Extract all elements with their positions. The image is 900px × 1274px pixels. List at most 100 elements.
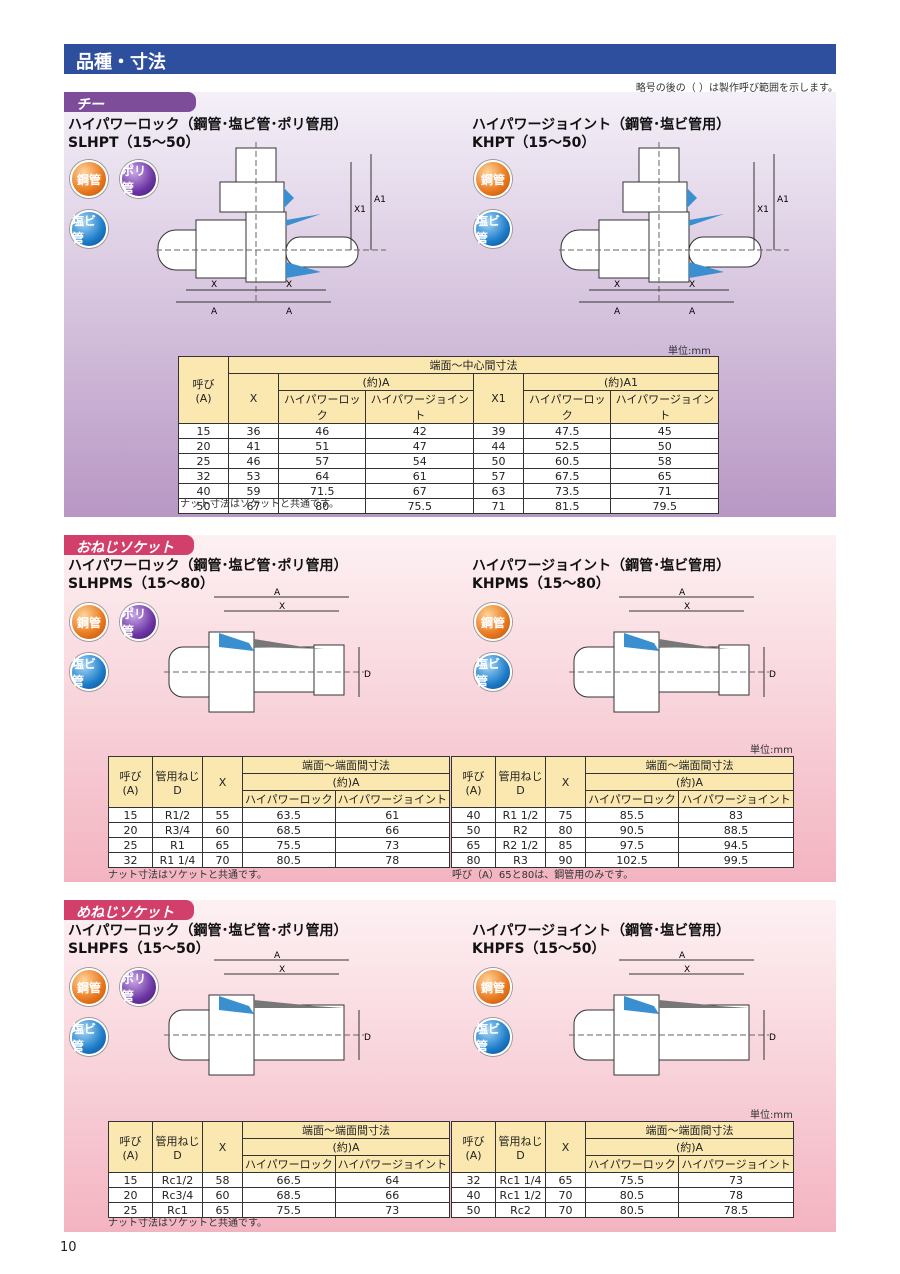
male-table-left: 呼び (A) 管用ねじ D X 端面～端面間寸法 (約)A ハイパワーロック ハ… bbox=[108, 756, 451, 868]
table-cell: 79.5 bbox=[610, 498, 719, 514]
dim-a-label: A bbox=[614, 307, 621, 317]
th-a: (約)A bbox=[242, 1138, 450, 1156]
table-cell: 70 bbox=[202, 852, 243, 868]
dim-x1-label: X1 bbox=[757, 205, 769, 215]
table-cell: 60 bbox=[202, 822, 243, 838]
female-socket-section: めねじソケット ハイパワーロック（鋼管･塩ビ管･ポリ管用） SLHPFS（15～… bbox=[64, 900, 836, 1232]
male-left-name: ハイパワーロック（鋼管･塩ビ管･ポリ管用） bbox=[68, 558, 348, 574]
male-joint-diagram: A X D bbox=[569, 588, 776, 713]
table-cell: 94.5 bbox=[678, 837, 794, 853]
th-thread: 管用ねじ D bbox=[152, 1121, 203, 1173]
male-right-name: ハイパワージョイント（鋼管･塩ビ管用） bbox=[472, 558, 731, 574]
table-cell: R1 1/2 bbox=[495, 807, 546, 823]
table-cell: 58 bbox=[202, 1172, 243, 1188]
unit-label: 単位:mm bbox=[750, 1110, 793, 1121]
female-note: ナット寸法はソケットと共通です。 bbox=[108, 1218, 267, 1229]
table-cell: R3/4 bbox=[152, 822, 203, 838]
table-cell: 57 bbox=[472, 468, 524, 484]
table-cell: 46 bbox=[277, 423, 367, 439]
table-cell: 41 bbox=[228, 438, 279, 454]
table-cell: 97.5 bbox=[584, 837, 680, 853]
male-note-left: ナット寸法はソケットと共通です。 bbox=[108, 870, 267, 881]
table-cell: 47 bbox=[365, 438, 474, 454]
table-cell: 63 bbox=[472, 483, 524, 499]
dim-d-label: D bbox=[364, 1033, 371, 1043]
unit-label: 単位:mm bbox=[668, 346, 711, 357]
table-cell: 73 bbox=[334, 837, 451, 853]
dim-x1-label: X1 bbox=[354, 205, 366, 215]
table-cell: 90.5 bbox=[584, 822, 680, 838]
th-x: X bbox=[202, 756, 243, 808]
table-cell: 32 bbox=[108, 852, 153, 868]
header-note: 略号の後の（ ）は製作呼び範囲を示します。 bbox=[635, 83, 838, 94]
th-lock: ハイパワーロック bbox=[242, 790, 336, 808]
th-nominal: 呼び (A) bbox=[108, 756, 153, 808]
male-right-title: ハイパワージョイント（鋼管･塩ビ管用） KHPMS（15～80） bbox=[472, 557, 730, 593]
table-cell: Rc1/2 bbox=[152, 1172, 203, 1188]
dim-a-label: A bbox=[679, 588, 686, 598]
pvc-badge: 塩ビ管 bbox=[474, 210, 512, 248]
table-cell: 65 bbox=[545, 1172, 586, 1188]
th-lock: ハイパワーロック bbox=[242, 1155, 336, 1173]
table-cell: 67 bbox=[365, 483, 474, 499]
tee-left-name: ハイパワーロック（鋼管･塩ビ管･ポリ管用） bbox=[68, 117, 348, 133]
table-cell: 51 bbox=[277, 438, 367, 454]
female-joint-diagram: A X D bbox=[569, 951, 776, 1076]
table-cell: 71 bbox=[472, 498, 524, 514]
th-nominal: 呼び (A) bbox=[178, 356, 229, 424]
table-cell: 81.5 bbox=[522, 498, 612, 514]
table-cell: 60 bbox=[202, 1187, 243, 1203]
table-cell: 32 bbox=[451, 1172, 496, 1188]
table-cell: 45 bbox=[610, 423, 719, 439]
table-cell: 66.5 bbox=[242, 1172, 336, 1188]
dim-x-label: X bbox=[286, 280, 292, 290]
table-cell: 80.5 bbox=[584, 1187, 680, 1203]
th-joint: ハイパワージョイント bbox=[610, 390, 719, 424]
th-thread: 管用ねじ D bbox=[495, 756, 546, 808]
table-cell: Rc1 1/4 bbox=[495, 1172, 546, 1188]
table-cell: R1/2 bbox=[152, 807, 203, 823]
table-cell: 50 bbox=[472, 453, 524, 469]
dim-x-label: X bbox=[279, 602, 285, 612]
th-group: 端面～端面間寸法 bbox=[585, 1121, 794, 1139]
table-cell: 78.5 bbox=[678, 1202, 794, 1218]
dim-a-label: A bbox=[689, 307, 696, 317]
table-cell: 42 bbox=[365, 423, 474, 439]
table-cell: R2 1/2 bbox=[495, 837, 546, 853]
pvc-badge: 塩ビ管 bbox=[474, 653, 512, 691]
dim-d-label: D bbox=[769, 1033, 776, 1043]
table-cell: 75.5 bbox=[242, 837, 336, 853]
table-cell: 25 bbox=[108, 1202, 153, 1218]
table-cell: 36 bbox=[228, 423, 279, 439]
male-tag: おねじソケット bbox=[64, 535, 194, 556]
page-title: 品種・寸法 bbox=[64, 44, 836, 74]
tee-tag: チー bbox=[64, 92, 196, 113]
tee-right-code: KHPT（15～50） bbox=[472, 135, 596, 151]
table-cell: 64 bbox=[277, 468, 367, 484]
dim-x-label: X bbox=[211, 280, 217, 290]
table-cell: 52.5 bbox=[522, 438, 612, 454]
th-a: (約)A bbox=[585, 773, 794, 791]
th-x: X bbox=[545, 756, 586, 808]
table-cell: R1 1/4 bbox=[152, 852, 203, 868]
table-cell: 66 bbox=[334, 822, 451, 838]
male-lock-diagram: A X D bbox=[164, 588, 371, 713]
table-cell: 60.5 bbox=[522, 453, 612, 469]
dim-a-label: A bbox=[286, 307, 293, 317]
male-note-right: 呼び（A）65と80は、鋼管用のみです。 bbox=[452, 870, 634, 881]
th-a: (約)A bbox=[585, 1138, 794, 1156]
table-cell: 70 bbox=[545, 1202, 586, 1218]
table-cell: 44 bbox=[472, 438, 524, 454]
th-joint: ハイパワージョイント bbox=[678, 790, 794, 808]
